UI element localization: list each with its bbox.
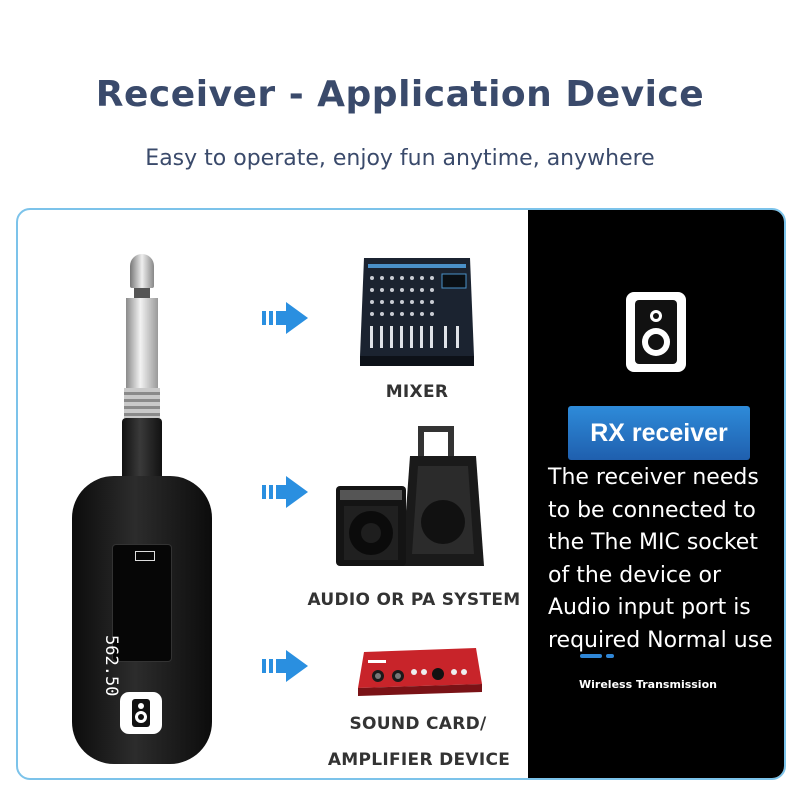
page-title: Receiver - Application Device	[95, 74, 705, 115]
receiver-description: The receiver needs to be connected to th…	[548, 465, 773, 653]
arrow-right-icon	[262, 302, 308, 334]
arrow-right-icon	[262, 476, 308, 508]
application-label-mixer: MIXER	[385, 382, 449, 402]
receiver-device: 562.50	[72, 254, 212, 764]
rx-receiver-badge: RX receiver	[568, 406, 750, 460]
receiver-screen: 562.50	[101, 544, 172, 696]
application-label-sound-card: SOUND CARD/	[349, 714, 487, 734]
arrow-right-icon	[262, 650, 308, 682]
wireless-transmission-label: Wireless Transmission	[579, 678, 717, 691]
speaker-badge-icon	[120, 692, 162, 734]
pa-system-image	[336, 426, 484, 566]
application-label-amplifier: AMPLIFIER DEVICE	[327, 750, 511, 770]
page-subtitle: Easy to operate, enjoy fun anytime, anyw…	[145, 146, 655, 171]
indicator-dot	[580, 654, 602, 658]
indicator-dots	[580, 654, 620, 660]
application-panel: 562.50	[16, 208, 786, 780]
battery-icon	[135, 551, 155, 561]
application-label-pa-system: AUDIO OR PA SYSTEM	[307, 590, 521, 610]
frequency-readout: 562.50	[101, 635, 121, 697]
sound-card-image	[358, 648, 482, 696]
speaker-icon	[626, 292, 686, 372]
info-panel: RX receiver The receiver needs to be con…	[528, 210, 784, 778]
jack-neck	[134, 288, 150, 298]
jack-tip	[130, 254, 154, 288]
indicator-dot	[606, 654, 614, 658]
jack-shaft	[126, 298, 158, 388]
jack-ring	[124, 388, 160, 418]
mixer-image	[360, 258, 474, 366]
